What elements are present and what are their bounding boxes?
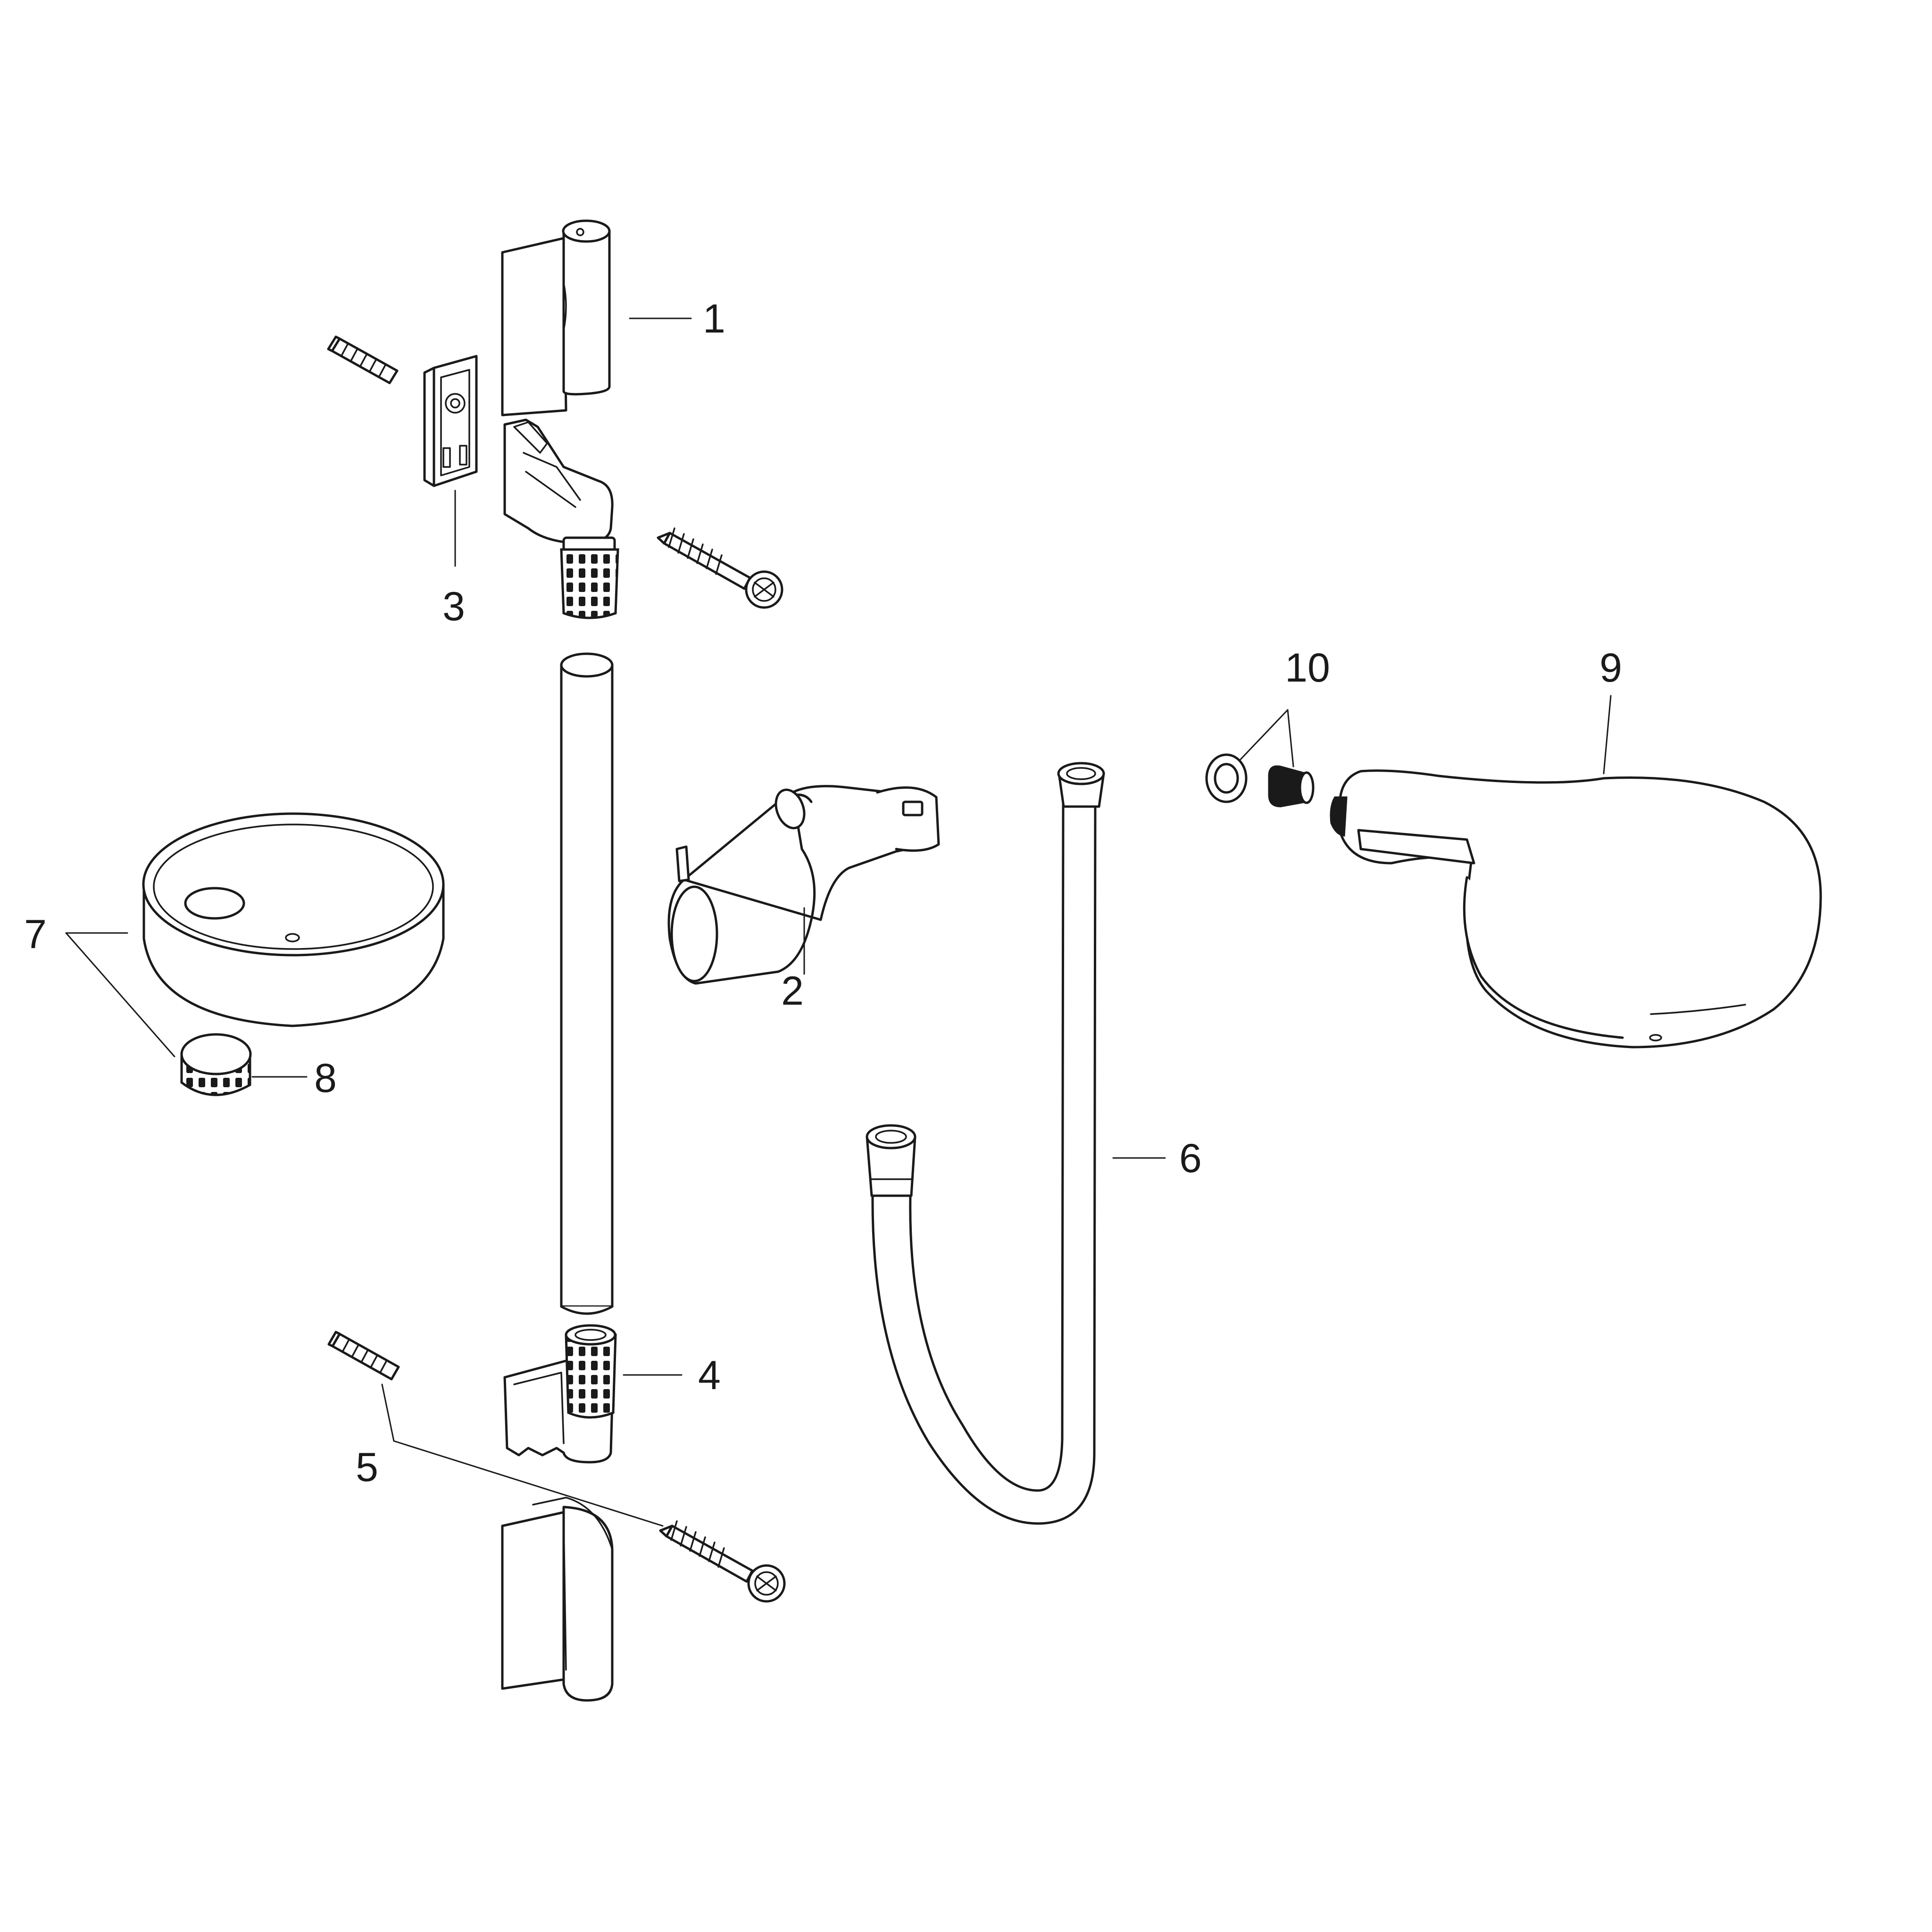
leader-10b [1287,709,1294,767]
callout-9: 9 [1599,645,1622,691]
wall-plug-top [327,335,399,384]
leader-9 [1603,695,1612,774]
callout-5: 5 [356,1445,378,1490]
screw-top [657,527,783,609]
top-slider-bracket [503,418,619,619]
callout-10: 10 [1285,645,1330,691]
callout-4: 4 [698,1353,721,1398]
bottom-slider-bracket [503,1324,617,1464]
hand-shower [1330,769,1822,1049]
leader-7b [65,932,175,1058]
strainer-filter [1268,765,1315,808]
callout-1: 1 [703,296,725,341]
seal-ring [1205,753,1248,803]
leader-5b [393,1440,664,1527]
shower-hose [866,762,1105,1525]
wall-mounting-plate [423,355,478,487]
soap-dish [142,812,445,1027]
screw-bottom [659,1520,786,1603]
callout-7: 7 [24,912,47,957]
top-bracket-cover [501,219,611,416]
callout-6: 6 [1179,1136,1202,1181]
leader-10a [1240,709,1289,760]
wall-plug-bottom [327,1331,400,1381]
callout-8: 8 [314,1056,337,1101]
slider-shower-holder [667,785,940,985]
callout-3: 3 [442,584,465,629]
knurled-nut [180,1033,252,1096]
leader-5a [381,1383,395,1442]
bottom-bracket-cover [501,1497,614,1702]
callout-2: 2 [781,968,804,1014]
slide-rail-tube [560,652,614,1315]
